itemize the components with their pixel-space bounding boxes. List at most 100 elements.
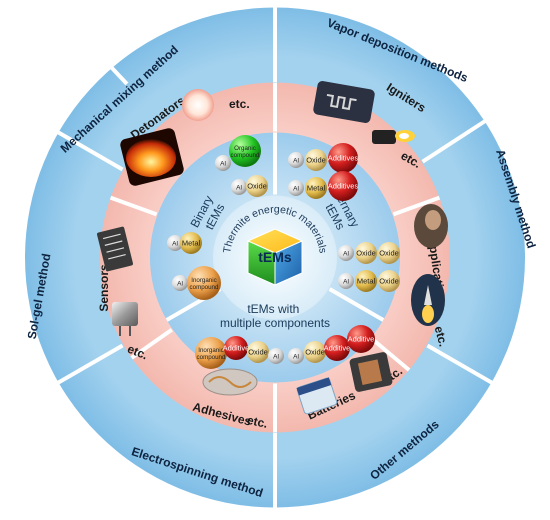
sphere-label: Al [220,161,226,168]
sphere-body [224,336,248,360]
sphere-label-line: Al [293,186,299,193]
explosion-photo [120,128,184,186]
sphere-label-line: Oxide [247,182,267,191]
sphere-body [338,245,354,261]
sphere-body [229,135,261,167]
sphere-label: Oxide [247,182,267,191]
sphere: Oxide [246,175,268,197]
sensors-label: Sensors [97,264,111,312]
sphere-label: Additives [328,154,359,163]
sphere-body [172,275,188,291]
sphere-body [247,341,269,363]
sphere-label-line: Inorganic [191,277,216,284]
sphere-body [215,155,231,171]
rocket-launch-photo [411,274,445,326]
sphere-body [378,270,400,292]
sphere: Al [288,152,304,168]
sphere-label: Metal [307,184,326,193]
sphere: Al [288,180,304,196]
sphere-body [231,179,247,195]
outer-divider [426,343,495,386]
inner-divider [328,287,385,322]
adhesive-photo [202,368,258,396]
middle-divider [370,336,411,372]
sphere: Metal [305,177,327,199]
sphere-label: Oxide [306,156,326,165]
multiple-label-line1: tEMs with [247,302,299,316]
sphere-label-line: Oxide [306,156,326,165]
battery-photo-1 [296,377,338,415]
sphere-label-line: Additive [348,335,375,344]
sphere-body [305,149,327,171]
sphere: Al [268,348,284,364]
multiple-label-line2: multiple components [220,316,330,330]
sphere-label: Additive [324,344,351,353]
sphere-body [187,266,221,300]
sphere-label: Oxide [379,249,399,258]
outer-divider [421,118,488,164]
sphere-label: Al [343,251,349,258]
sphere-label: Al [293,186,299,193]
sphere-label: Metal [182,239,201,248]
sphere-label: Al [343,279,349,286]
multiple-components-label: tEMs with multiple components [220,302,330,330]
sphere-label-line: compound [190,284,219,291]
outer-divider [55,129,124,172]
sphere-label-line: Metal [182,239,201,248]
other-applications-etc: etc. [432,325,451,349]
sphere-label: Oxide [248,348,268,357]
sphere-label-line: compound [197,354,226,361]
sphere: Additive [223,336,250,360]
battery-photo-2 [349,352,393,392]
sphere-label: Al [293,158,299,165]
sphere-label: Al [177,281,183,288]
sphere-label-line: Al [177,281,183,288]
center-cube [246,228,304,286]
sphere-label-line: Oxide [305,348,325,357]
sphere-label-line: Al [273,354,279,361]
sphere-label-line: compound [231,152,260,159]
sphere-label: Al [293,354,299,361]
sphere: Oxide [378,242,400,264]
sphere-label-line: Al [172,241,178,248]
ring-dividers [55,5,495,510]
sensor-photo-2 [112,302,138,336]
sphere-body [288,348,304,364]
sphere-body [304,341,326,363]
sphere: Additives [328,171,359,201]
sphere: Oxide [304,341,326,363]
glowing-detonator-photo [182,89,214,121]
sphere-body [328,171,358,201]
middle-divider [130,328,173,360]
middle-divider [392,195,441,217]
other-application-photo-1 [414,204,448,248]
sphere-label-line: Oxide [356,249,376,258]
sphere-body [378,242,400,264]
sphere-label-line: Additives [328,154,359,163]
sphere-label-line: Organic [234,145,256,152]
sphere: Al [338,245,354,261]
sphere-body [180,232,202,254]
sphere: Metal [355,270,377,292]
sphere-label: Additive [223,344,250,353]
sphere: Oxide [247,341,269,363]
sphere-label: Oxide [305,348,325,357]
sphere: Oxide [378,270,400,292]
sphere: Al [172,275,188,291]
sphere-label-line: Al [293,354,299,361]
center-tems-label: tEMs [258,249,292,265]
sphere-label-line: Metal [307,184,326,193]
sphere-label-line: Additives [328,182,359,191]
sphere-body [338,273,354,289]
sphere-label-line: Al [293,158,299,165]
sphere-body [355,242,377,264]
adhesives-etc: etc. [246,413,269,431]
